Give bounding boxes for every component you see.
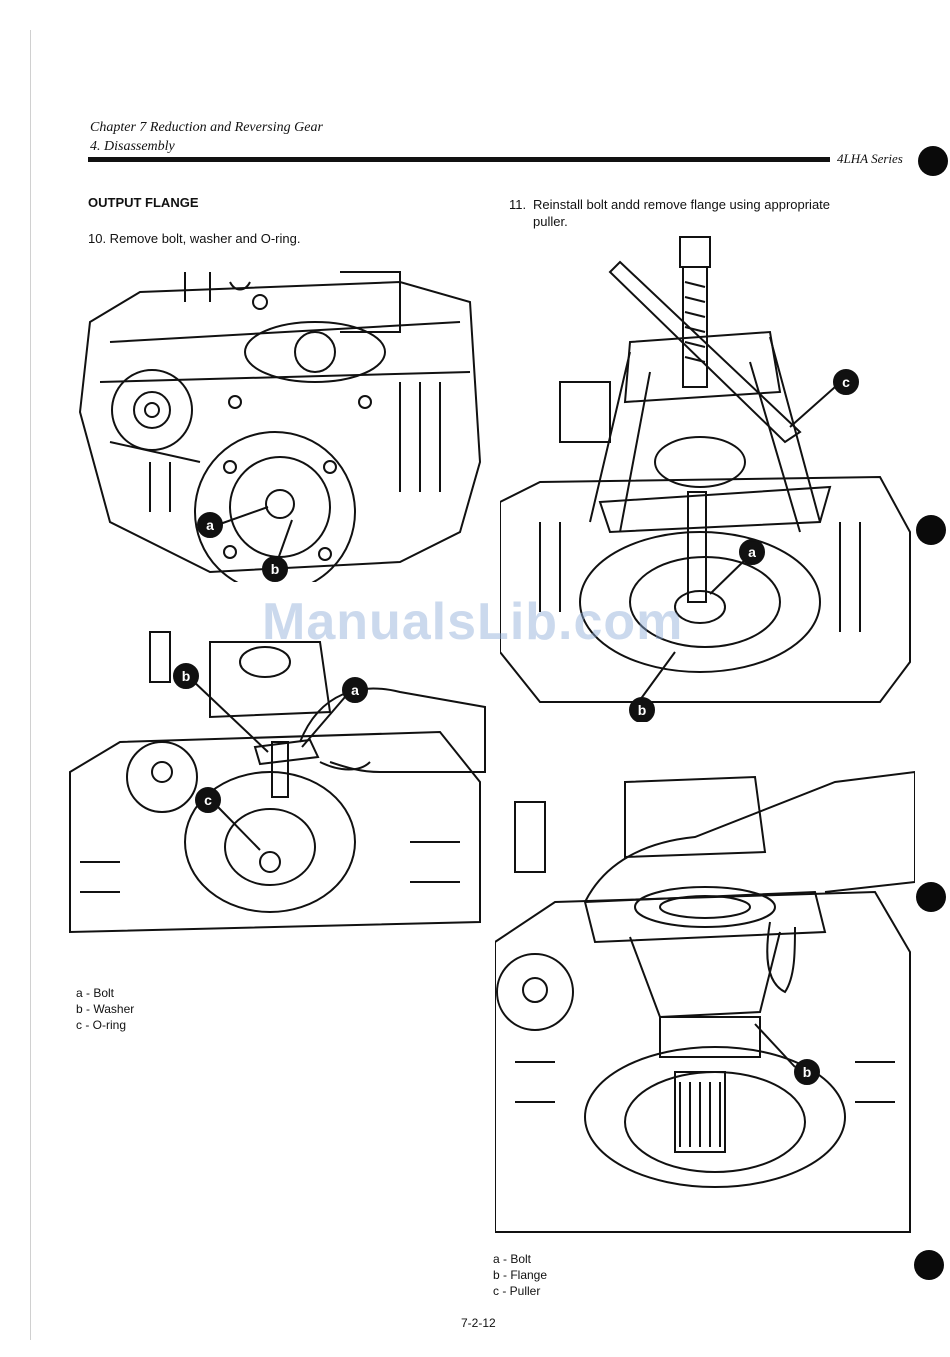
step-11-line-2: puller.	[509, 213, 904, 230]
series-label: 4LHA Series	[837, 151, 903, 167]
header-rule	[88, 157, 830, 162]
chapter-title: Chapter 7 Reduction and Reversing Gear	[90, 120, 323, 136]
figure-remove-washer: b a c	[60, 622, 490, 957]
legend-left: a - Bolt b - Washer c - O-ring	[76, 985, 134, 1033]
callout-a-label: a	[206, 517, 214, 533]
callout-a-label: a	[351, 682, 359, 698]
legend-item: c - Puller	[493, 1283, 547, 1299]
legend-right: a - Bolt b - Flange c - Puller	[493, 1251, 547, 1299]
legend-item: c - O-ring	[76, 1017, 134, 1033]
callout-b-label: b	[271, 561, 280, 577]
legend-item: a - Bolt	[76, 985, 134, 1001]
callout-b-label: b	[182, 668, 191, 684]
callout-b-label: b	[803, 1064, 812, 1080]
legend-item: b - Washer	[76, 1001, 134, 1017]
step-11-number: 11.	[509, 196, 533, 213]
binder-hole-bullet	[916, 882, 946, 912]
section-title: 4. Disassembly	[90, 139, 175, 155]
callout-c-label: c	[204, 792, 212, 808]
figure-housing-bolt: a b	[70, 262, 490, 582]
legend-item: b - Flange	[493, 1267, 547, 1283]
watermark: ManualsLib.com	[262, 592, 683, 652]
page-number: 7-2-12	[461, 1316, 496, 1330]
binder-hole-bullet	[916, 515, 946, 545]
legend-item: a - Bolt	[493, 1251, 547, 1267]
step-11-line-1: Reinstall bolt andd remove flange using …	[533, 197, 830, 212]
step-10-text: 10. Remove bolt, washer and O-ring.	[88, 230, 300, 247]
callout-a-label: a	[748, 544, 756, 560]
section-heading: OUTPUT FLANGE	[88, 195, 199, 210]
callout-c-label: c	[842, 374, 850, 390]
callout-b-label: b	[638, 702, 647, 718]
binder-hole-bullet	[918, 146, 948, 176]
figure-remove-flange: b	[495, 762, 915, 1237]
binder-hole-bullet	[914, 1250, 944, 1280]
binding-margin-line	[30, 30, 31, 1340]
step-11-text: 11.Reinstall bolt andd remove flange usi…	[509, 196, 904, 230]
